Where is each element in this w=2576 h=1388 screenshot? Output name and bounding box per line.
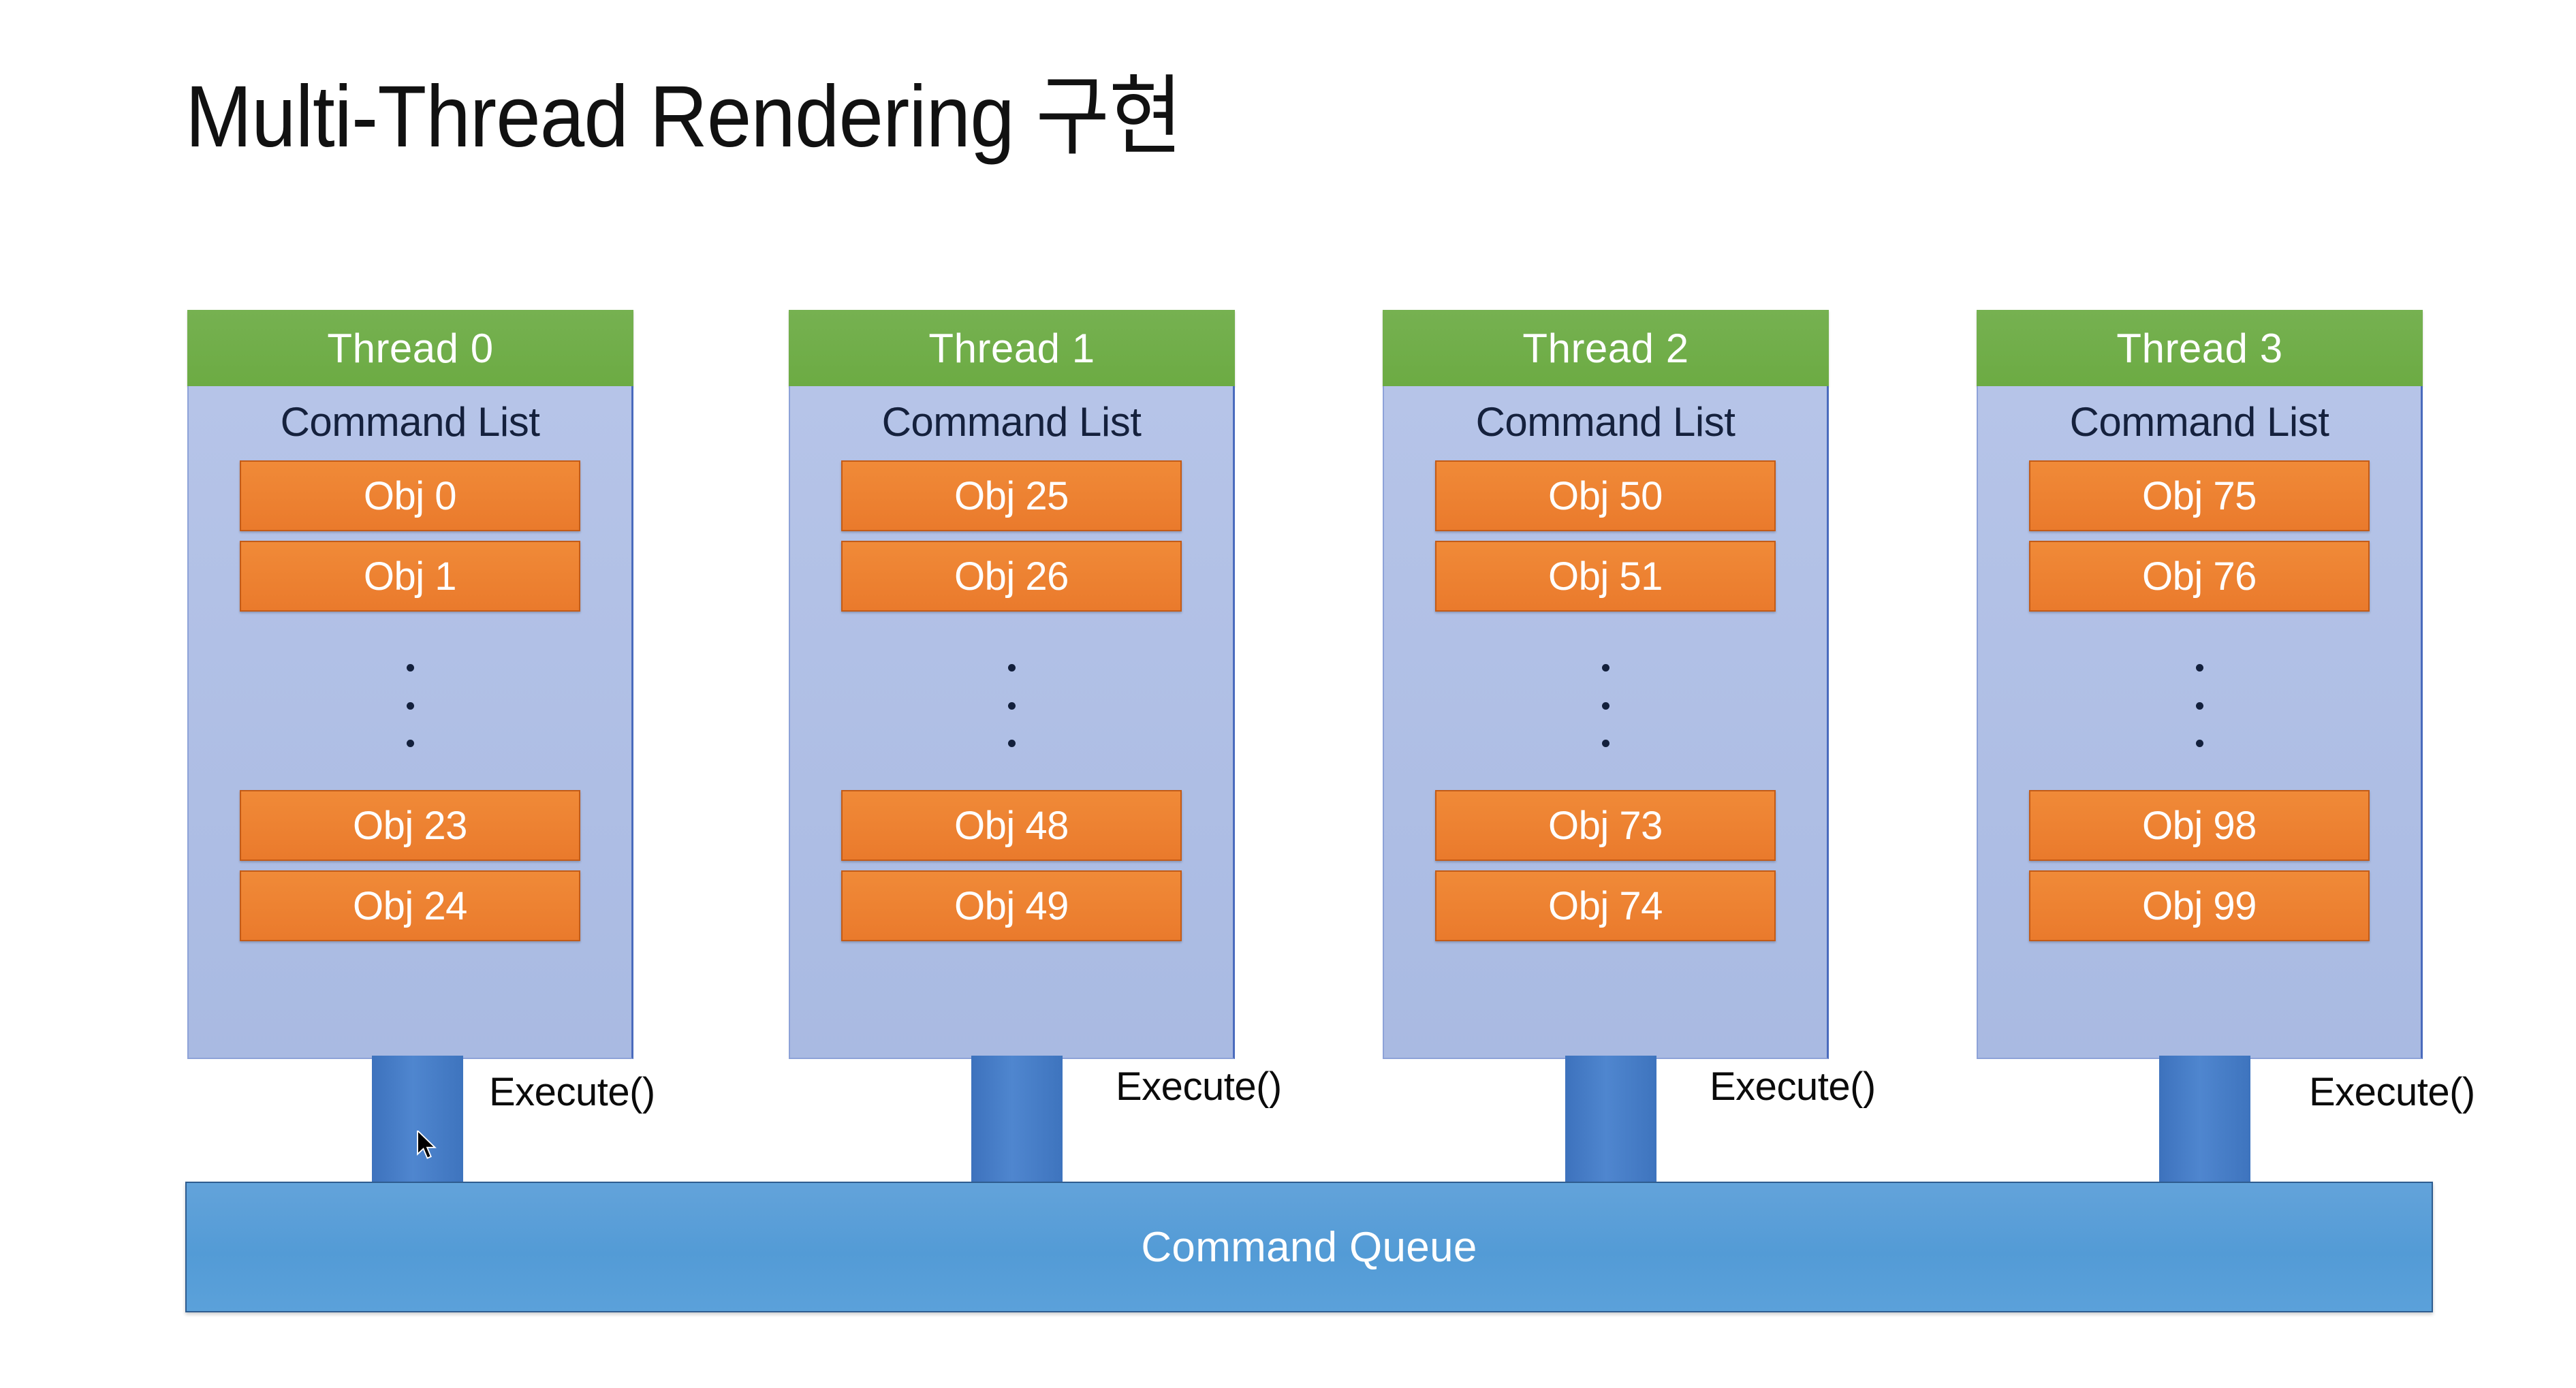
command-list-panel-0: Command List Obj 0 Obj 1 Obj 23 Obj 24 (187, 386, 633, 1059)
thread-header-3: Thread 3 (1977, 310, 2423, 386)
ellipsis-dot (406, 701, 414, 710)
command-list-label-1: Command List (881, 399, 1142, 445)
obj-box[interactable]: Obj 51 (1435, 541, 1776, 612)
arrow-shaft (971, 1056, 1063, 1185)
ellipsis-dot (1601, 701, 1609, 710)
obj-box[interactable]: Obj 50 (1435, 460, 1776, 531)
ellipsis-dot (2195, 663, 2203, 672)
command-queue-bar: Command Queue (185, 1182, 2433, 1312)
thread-column-3: Thread 3 Command List Obj 75 Obj 76 Obj … (1977, 310, 2423, 1059)
execute-label-2: Execute() (1710, 1064, 1876, 1109)
thread-header-2: Thread 2 (1383, 310, 1829, 386)
command-list-label-3: Command List (2069, 399, 2329, 445)
obj-box[interactable]: Obj 0 (240, 460, 580, 531)
command-list-panel-3: Command List Obj 75 Obj 76 Obj 98 Obj 99 (1977, 386, 2423, 1059)
obj-box[interactable]: Obj 75 (2029, 460, 2370, 531)
ellipsis-dot (1007, 701, 1016, 710)
thread-column-1: Thread 1 Command List Obj 25 Obj 26 Obj … (789, 310, 1235, 1059)
obj-box[interactable]: Obj 25 (841, 460, 1182, 531)
execute-label-1: Execute() (1116, 1064, 1282, 1109)
ellipsis-dot (2195, 740, 2203, 748)
arrow-shaft (372, 1056, 463, 1185)
ellipsis-dot (406, 740, 414, 748)
page-title: Multi-Thread Rendering 구현 (185, 68, 1182, 165)
obj-box[interactable]: Obj 76 (2029, 541, 2370, 612)
ellipsis-dot (2195, 701, 2203, 710)
ellipsis-dot (1601, 740, 1609, 748)
execute-label-0: Execute() (489, 1070, 655, 1114)
execute-label-3: Execute() (2309, 1070, 2475, 1114)
command-list-label-0: Command List (280, 399, 540, 445)
obj-box[interactable]: Obj 99 (2029, 870, 2370, 941)
ellipsis-dot (1007, 663, 1016, 672)
command-list-label-2: Command List (1475, 399, 1735, 445)
command-list-panel-2: Command List Obj 50 Obj 51 Obj 73 Obj 74 (1383, 386, 1829, 1059)
ellipsis-dot (1601, 663, 1609, 672)
obj-box[interactable]: Obj 23 (240, 790, 580, 861)
obj-box[interactable]: Obj 74 (1435, 870, 1776, 941)
thread-header-1: Thread 1 (789, 310, 1235, 386)
thread-column-2: Thread 2 Command List Obj 50 Obj 51 Obj … (1383, 310, 1829, 1059)
obj-box[interactable]: Obj 98 (2029, 790, 2370, 861)
obj-box[interactable]: Obj 48 (841, 790, 1182, 861)
thread-column-0: Thread 0 Command List Obj 0 Obj 1 Obj 23… (187, 310, 633, 1059)
vertical-ellipsis (1384, 621, 1827, 790)
arrow-shaft (1565, 1056, 1656, 1185)
ellipsis-dot (406, 663, 414, 672)
vertical-ellipsis (189, 621, 631, 790)
command-list-panel-1: Command List Obj 25 Obj 26 Obj 48 Obj 49 (789, 386, 1235, 1059)
vertical-ellipsis (1978, 621, 2421, 790)
vertical-ellipsis (790, 621, 1233, 790)
obj-box[interactable]: Obj 26 (841, 541, 1182, 612)
arrow-shaft (2159, 1056, 2250, 1185)
ellipsis-dot (1007, 740, 1016, 748)
obj-box[interactable]: Obj 73 (1435, 790, 1776, 861)
thread-header-0: Thread 0 (187, 310, 633, 386)
obj-box[interactable]: Obj 24 (240, 870, 580, 941)
obj-box[interactable]: Obj 49 (841, 870, 1182, 941)
obj-box[interactable]: Obj 1 (240, 541, 580, 612)
